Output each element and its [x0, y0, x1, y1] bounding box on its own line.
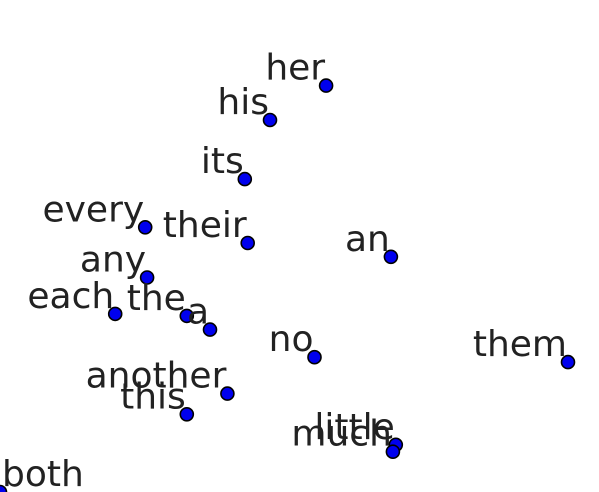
- point-label-another: another: [86, 356, 227, 397]
- point-both: [0, 484, 8, 492]
- point-label-a: a: [187, 292, 209, 333]
- point-every: [137, 220, 153, 235]
- point-them: [560, 354, 576, 370]
- point-label-much: much: [291, 414, 392, 455]
- point-label-this: this: [120, 376, 186, 417]
- point-label-little: little: [314, 407, 394, 448]
- point-label-the: the: [127, 278, 186, 319]
- point-its: [237, 171, 253, 187]
- point-label-an: an: [345, 219, 390, 260]
- point-label-their: their: [163, 205, 247, 246]
- point-much: [385, 444, 401, 460]
- point-label-her: her: [265, 48, 325, 89]
- point-label-its: its: [201, 141, 244, 182]
- point-each: [107, 306, 123, 322]
- point-label-both: both: [2, 454, 84, 492]
- point-the: [179, 308, 195, 324]
- point-his: [262, 112, 278, 128]
- point-label-every: every: [42, 189, 144, 230]
- point-their: [240, 235, 255, 251]
- point-this: [179, 406, 195, 422]
- point-label-each: each: [27, 276, 114, 317]
- point-any: [139, 270, 155, 285]
- point-label-any: any: [80, 240, 146, 281]
- point-label-no: no: [269, 319, 314, 360]
- point-her: [318, 78, 334, 93]
- point-an: [383, 249, 399, 265]
- point-label-them: them: [473, 324, 567, 365]
- point-no: [307, 349, 322, 365]
- points-layer: [0, 78, 576, 492]
- point-another: [220, 386, 235, 401]
- point-a: [202, 322, 218, 337]
- point-label-his: his: [217, 82, 269, 123]
